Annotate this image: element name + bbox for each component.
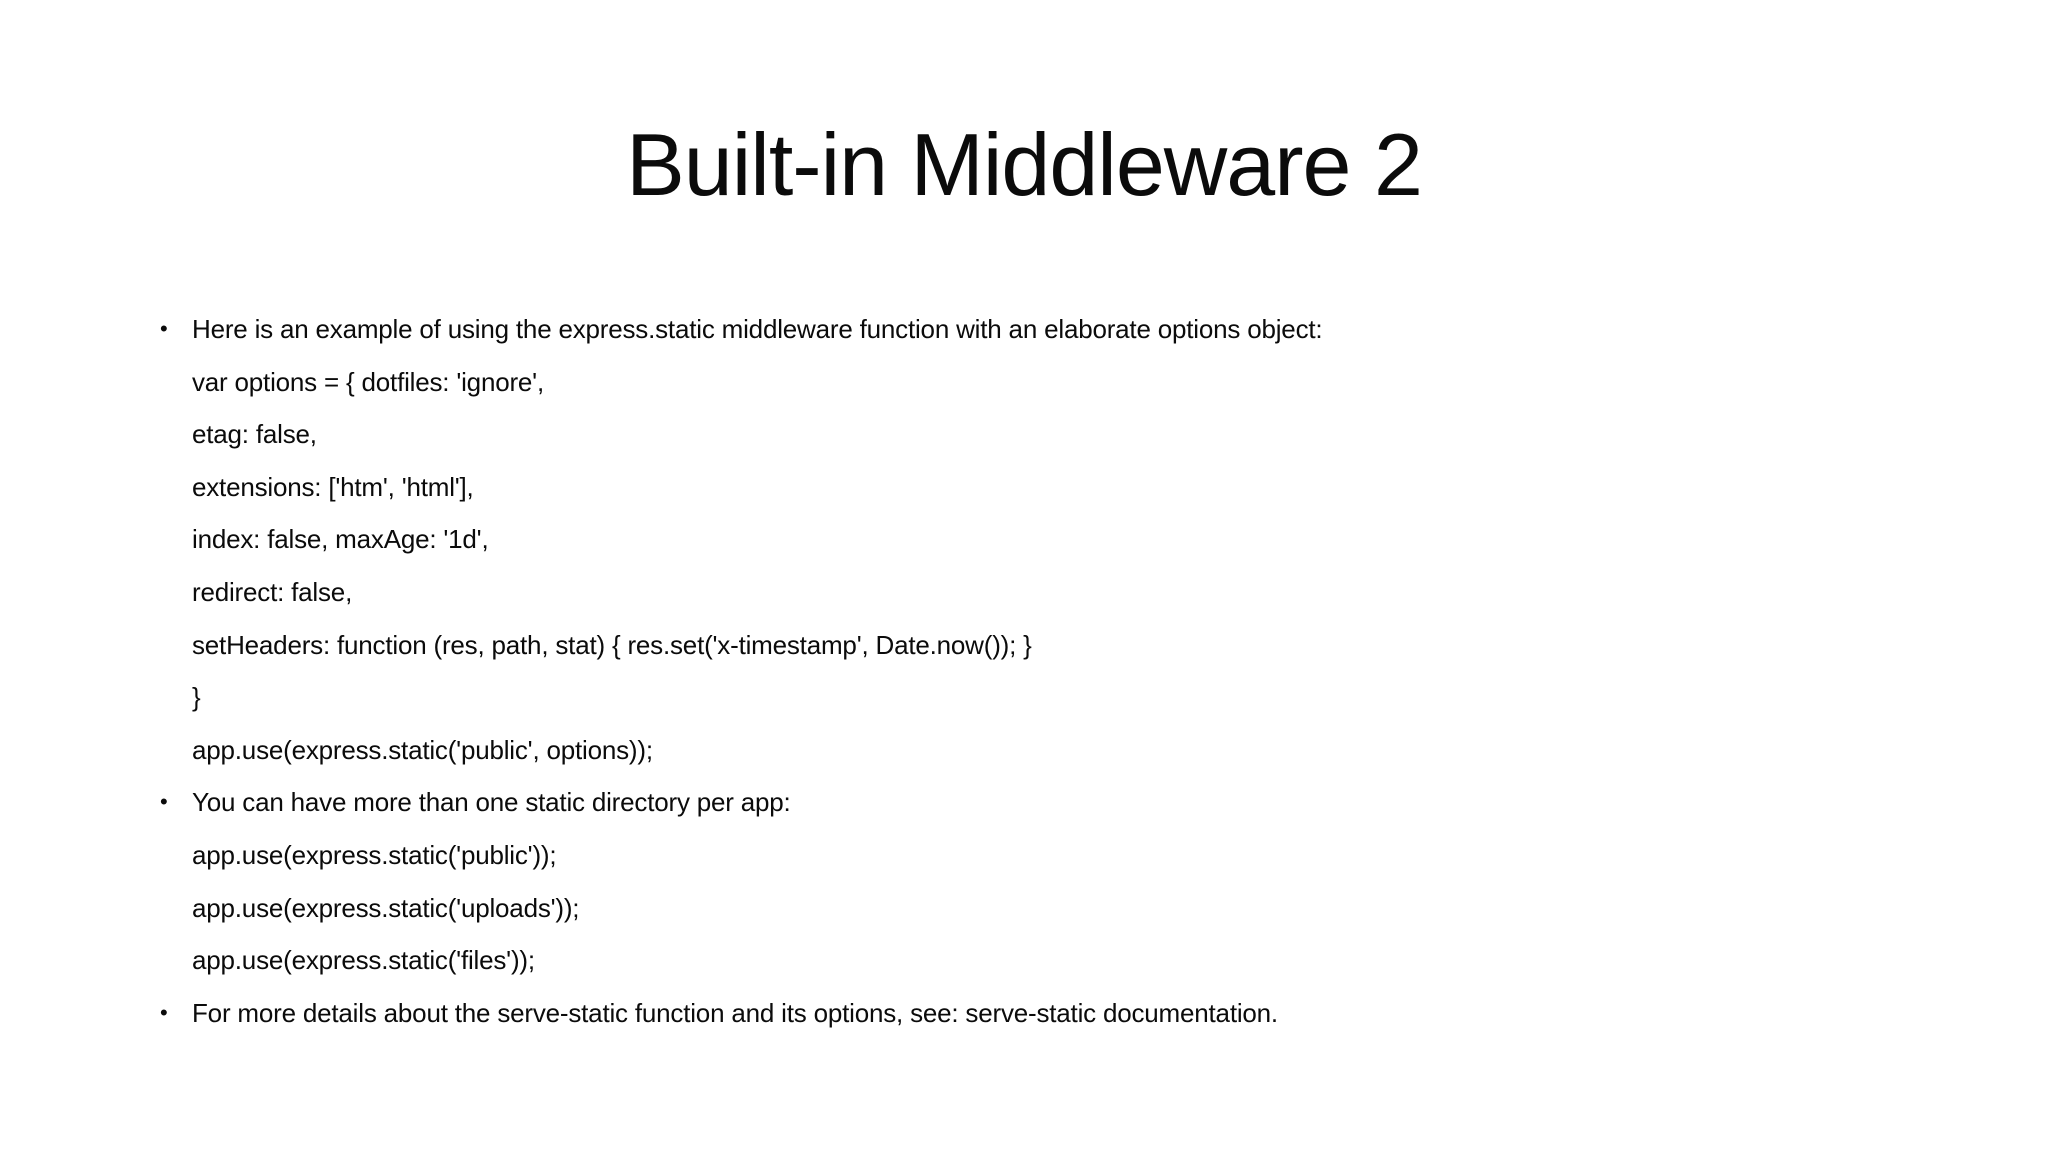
bullet-text: For more details about the serve-static … <box>192 997 1278 1028</box>
bullet-line: • Here is an example of using the express… <box>160 303 1940 356</box>
code-line: redirect: false, <box>192 576 353 607</box>
code-line: app.use(express.static('files')); <box>192 945 535 976</box>
code-line: } <box>192 682 201 713</box>
slide-body: • Here is an example of using the express… <box>160 303 1940 1039</box>
code-line: var options = { dotfiles: 'ignore', <box>192 366 544 397</box>
code-line: extensions: ['htm', 'html'], <box>192 471 474 502</box>
code-line: setHeaders: function (res, path, stat) {… <box>192 629 1032 660</box>
bullet-line: • For more details about the serve-static… <box>160 987 1940 1040</box>
bullet-marker-icon: • <box>160 789 168 815</box>
bullet-marker-icon: • <box>160 999 168 1025</box>
code-line: index: false, maxAge: '1d', <box>192 524 489 555</box>
code-line: app.use(express.static('uploads')); <box>192 892 580 923</box>
bullet-line: • You can have more than one static direc… <box>160 776 1940 829</box>
bullet-marker-icon: • <box>160 316 168 341</box>
bullet-text: You can have more than one static direct… <box>192 787 791 818</box>
code-line: app.use(express.static('public', options… <box>192 734 653 765</box>
slide-title: Built-in Middleware 2 <box>626 115 1423 214</box>
code-line: app.use(express.static('public')); <box>192 839 557 870</box>
bullet-text: Here is an example of using the express.… <box>192 314 1323 344</box>
code-line: etag: false, <box>192 419 317 450</box>
